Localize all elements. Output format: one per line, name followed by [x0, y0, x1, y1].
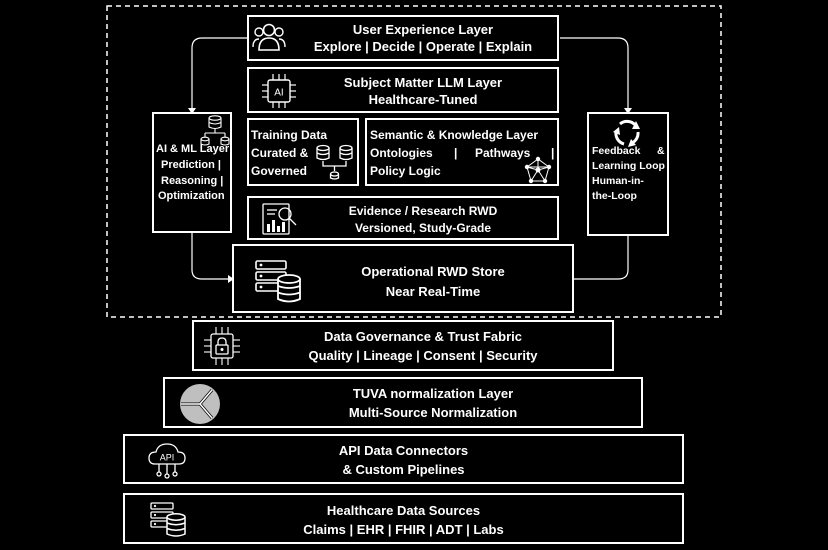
aiml-line4: Optimization: [158, 190, 225, 202]
operational-store: Operational RWD Store Near Real-Time: [232, 244, 574, 313]
governance-subtitle: Quality | Lineage | Consent | Security: [308, 348, 538, 363]
feedback-line2: Learning Loop: [592, 160, 665, 172]
api-cloud-icon: API: [148, 443, 186, 479]
training-line3: Governed: [251, 164, 308, 178]
api-badge: API: [160, 453, 175, 463]
server-database-icon: [150, 502, 186, 537]
feedback-line1a: Feedback: [592, 145, 641, 157]
semantic-pathways: Pathways: [475, 146, 531, 160]
data-sources-layer: Healthcare Data Sources Claims | EHR | F…: [123, 493, 684, 544]
ux-layer: User Experience Layer Explore | Decide |…: [247, 15, 559, 61]
semantic-sep2: |: [551, 146, 555, 160]
tuva-title: TUVA normalization Layer: [352, 386, 514, 401]
aiml-line1: AI & ML Layer: [156, 143, 230, 155]
semantic-sep1: |: [454, 146, 458, 160]
refresh-cycle-icon: [613, 119, 640, 147]
arrow-store-to-feedback: [574, 236, 629, 280]
feedback-loop-box: Feedback & Learning Loop Human-in- the-L…: [587, 112, 669, 236]
feedback-line3: Human-in-: [592, 175, 644, 187]
tuva-layer: TUVA normalization Layer Multi-Source No…: [163, 377, 643, 428]
governance-lock-icon: [204, 327, 240, 365]
operational-subtitle: Near Real-Time: [385, 284, 481, 299]
tuva-subtitle: Multi-Source Normalization: [348, 405, 518, 420]
llm-subtitle: Healthcare-Tuned: [368, 92, 478, 107]
governance-title: Data Governance & Trust Fabric: [324, 329, 522, 344]
semantic-line1: Semantic & Knowledge Layer: [370, 128, 539, 142]
llm-title: Subject Matter LLM Layer: [343, 75, 503, 90]
semantic-ontologies: Ontologies: [370, 146, 433, 160]
database-flow-icon: [200, 115, 230, 146]
training-data-box: Training Data Curated & Governed: [247, 118, 359, 186]
database-flow-icon: [316, 144, 353, 180]
ai-chip-icon: AI: [262, 74, 296, 108]
sources-subtitle: Claims | EHR | FHIR | ADT | Labs: [303, 522, 504, 537]
training-line2: Curated &: [251, 146, 309, 160]
governance-layer: Data Governance & Trust Fabric Quality |…: [192, 320, 614, 371]
evidence-title: Evidence / Research RWD: [348, 204, 498, 218]
evidence-layer: Evidence / Research RWD Versioned, Study…: [247, 196, 559, 240]
feedback-line1b: &: [657, 145, 665, 157]
server-database-icon: [255, 260, 301, 303]
aiml-layer: AI & ML Layer Prediction | Reasoning | O…: [152, 112, 232, 233]
arrow-ux-to-aiml: [191, 37, 247, 110]
semantic-line3: Policy Logic: [370, 164, 441, 178]
tuva-logo-icon: [180, 384, 220, 424]
knowledge-graph-icon: [524, 156, 552, 184]
ux-title: User Experience Layer: [352, 22, 494, 37]
semantic-layer: Semantic & Knowledge Layer Ontologies | …: [365, 118, 559, 186]
evidence-subtitle: Versioned, Study-Grade: [354, 221, 492, 235]
arrow-aiml-to-store: [191, 233, 230, 280]
api-subtitle: & Custom Pipelines: [342, 462, 465, 477]
api-title: API Data Connectors: [338, 443, 469, 458]
api-connectors-layer: API API Data Connectors & Custom Pipelin…: [123, 434, 684, 484]
training-line1: Training Data: [251, 128, 328, 142]
aiml-line3: Reasoning |: [161, 175, 224, 187]
ux-subtitle: Explore | Decide | Operate | Explain: [313, 39, 533, 54]
evidence-report-icon: [262, 203, 297, 235]
llm-layer: AI Subject Matter LLM Layer Healthcare-T…: [247, 67, 559, 113]
ai-badge: AI: [274, 88, 283, 99]
sources-title: Healthcare Data Sources: [326, 503, 481, 518]
dashed-frame: [106, 5, 722, 318]
operational-title: Operational RWD Store: [361, 264, 505, 279]
users-icon: [252, 23, 286, 51]
arrow-ux-to-feedback: [560, 37, 629, 110]
aiml-line2: Prediction |: [161, 159, 221, 171]
feedback-line4: the-Loop: [592, 190, 637, 202]
